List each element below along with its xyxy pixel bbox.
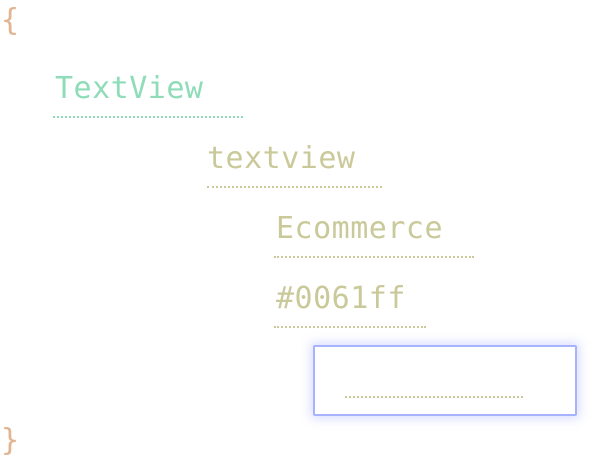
token-edit-input[interactable] (345, 359, 521, 393)
close-brace: } (1, 423, 20, 458)
color-token-underline (274, 326, 426, 328)
open-brace: { (1, 3, 20, 38)
color-token[interactable]: #0061ff (276, 281, 406, 316)
type-token[interactable]: TextView (55, 71, 204, 106)
id-token-underline (207, 186, 382, 188)
text-token-underline (274, 256, 474, 258)
edit-input-underline (345, 396, 523, 398)
type-token-underline (53, 116, 243, 118)
active-edit-box[interactable] (313, 345, 577, 416)
id-token[interactable]: textview (207, 141, 356, 176)
text-token[interactable]: Ecommerce (276, 211, 444, 246)
